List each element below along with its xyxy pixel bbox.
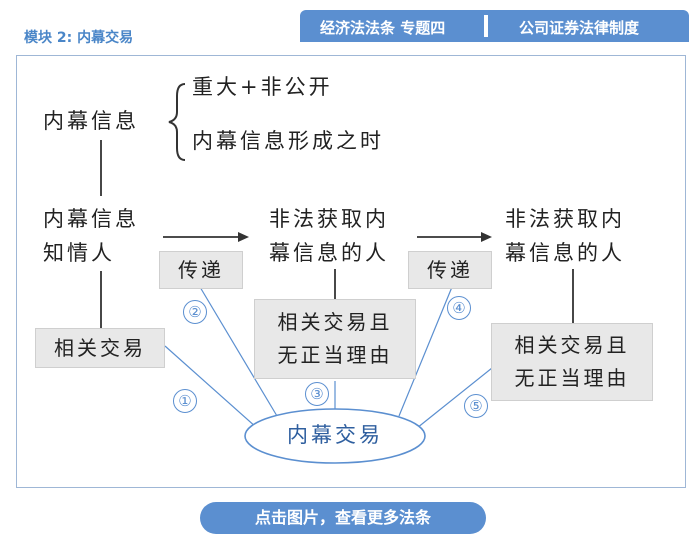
illegal-obtainer-a-line2: 幕信息的人 bbox=[269, 241, 389, 265]
brace-item-major-nonpublic: 重大+非公开 bbox=[192, 75, 333, 99]
circled-number-2: ② bbox=[183, 300, 207, 324]
brace-item-formation-time: 内幕信息形成之时 bbox=[192, 129, 384, 153]
insider-label-line2: 知情人 bbox=[43, 241, 115, 265]
fan-line-5 bbox=[416, 363, 498, 429]
banner-chapter-label: 公司证券法律制度 bbox=[519, 19, 640, 37]
related-trade-box: 相关交易 bbox=[35, 328, 165, 368]
related-unjust-b-line1: 相关交易且 bbox=[514, 333, 630, 357]
insider-label-line1: 内幕信息 bbox=[43, 207, 139, 231]
related-unjust-box-b: 相关交易且 无正当理由 bbox=[491, 323, 653, 401]
fan-line-2 bbox=[199, 286, 278, 417]
circled-number-1: ① bbox=[173, 389, 197, 413]
related-unjust-a-line2: 无正当理由 bbox=[277, 343, 393, 367]
inside-info-label: 内幕信息 bbox=[43, 109, 139, 133]
circled-number-3: ③ bbox=[305, 382, 329, 406]
pass-on-box-1: 传递 bbox=[159, 251, 243, 289]
banner-divider bbox=[484, 15, 488, 37]
related-unjust-b-line2: 无正当理由 bbox=[514, 366, 630, 390]
module-label: 模块 2: 内幕交易 bbox=[24, 30, 134, 46]
circled-number-4: ④ bbox=[447, 296, 471, 320]
related-unjust-box-a: 相关交易且 无正当理由 bbox=[254, 299, 416, 379]
center-insider-trading-label: 内幕交易 bbox=[287, 423, 383, 447]
illegal-obtainer-b-line2: 幕信息的人 bbox=[505, 241, 625, 265]
related-trade-label: 相关交易 bbox=[54, 336, 146, 360]
center-ellipse bbox=[244, 408, 426, 464]
diagram-frame[interactable]: 内幕信息 重大+非公开 内幕信息形成之时 内幕信息 知情人 非法获取内 幕信息的… bbox=[16, 55, 686, 488]
diagram-connectors bbox=[100, 83, 574, 464]
brace-bracket bbox=[168, 83, 186, 161]
arrow-2-head bbox=[481, 232, 492, 242]
topic-banner: 经济法法条 专题四 公司证券法律制度 bbox=[300, 10, 689, 42]
circled-number-5: ⑤ bbox=[464, 394, 488, 418]
illegal-obtainer-a-line1: 非法获取内 bbox=[269, 207, 389, 231]
arrow-1-head bbox=[238, 232, 249, 242]
fan-line-4 bbox=[398, 286, 453, 417]
illegal-obtainer-b-line1: 非法获取内 bbox=[505, 207, 625, 231]
pass-on-box-2: 传递 bbox=[408, 251, 492, 289]
view-more-button[interactable]: 点击图片，查看更多法条 bbox=[200, 502, 486, 534]
related-unjust-a-line1: 相关交易且 bbox=[277, 310, 393, 334]
fan-line-1 bbox=[164, 345, 258, 429]
banner-topic-label: 经济法法条 专题四 bbox=[320, 19, 446, 37]
